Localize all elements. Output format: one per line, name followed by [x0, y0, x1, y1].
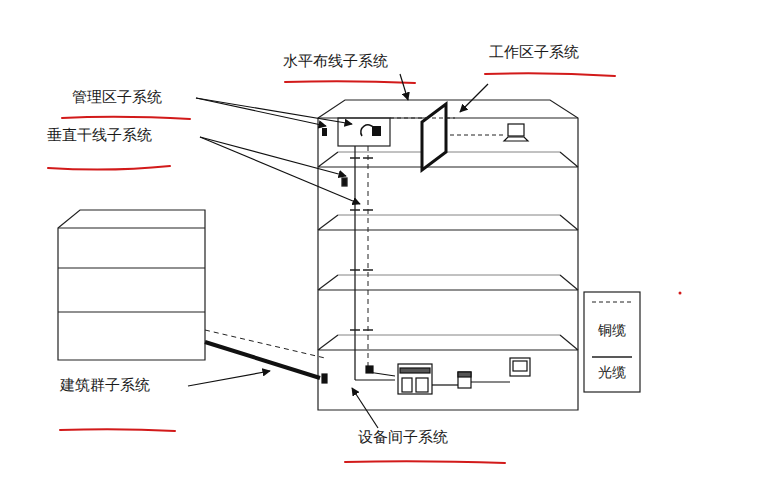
- horizontal-cable: [450, 135, 505, 136]
- red-underlines: [48, 73, 615, 463]
- legend-text: 铜缆: [598, 322, 626, 339]
- floor-taps: [342, 158, 373, 330]
- subsystem-label: 管理区子系统: [72, 88, 162, 106]
- partition-wall: [422, 104, 446, 170]
- stray-dot: [679, 292, 682, 295]
- leader-arrows: [188, 74, 488, 428]
- equipment-room: [322, 358, 530, 394]
- legend-frame: [584, 292, 640, 392]
- subsystem-label: 设备间子系统: [358, 428, 448, 446]
- telecom-closet: [322, 118, 390, 146]
- subsystem-label: 建筑群子系统: [60, 376, 150, 394]
- subsystem-label: 水平布线子系统: [283, 52, 388, 70]
- workstation: [504, 124, 528, 141]
- building: [58, 100, 578, 410]
- subsystem-label: 垂直干线子系统: [47, 126, 152, 144]
- copper-sample: [592, 302, 632, 303]
- backbone-copper: [368, 146, 369, 372]
- backbone-fiber: [354, 146, 355, 380]
- horizontal-cable: [390, 118, 455, 119]
- subsystem-label: 工作区子系统: [489, 43, 579, 61]
- fiber-sample: [592, 356, 632, 357]
- campus-copper: [205, 330, 325, 358]
- legend-text: 光缆: [598, 364, 626, 381]
